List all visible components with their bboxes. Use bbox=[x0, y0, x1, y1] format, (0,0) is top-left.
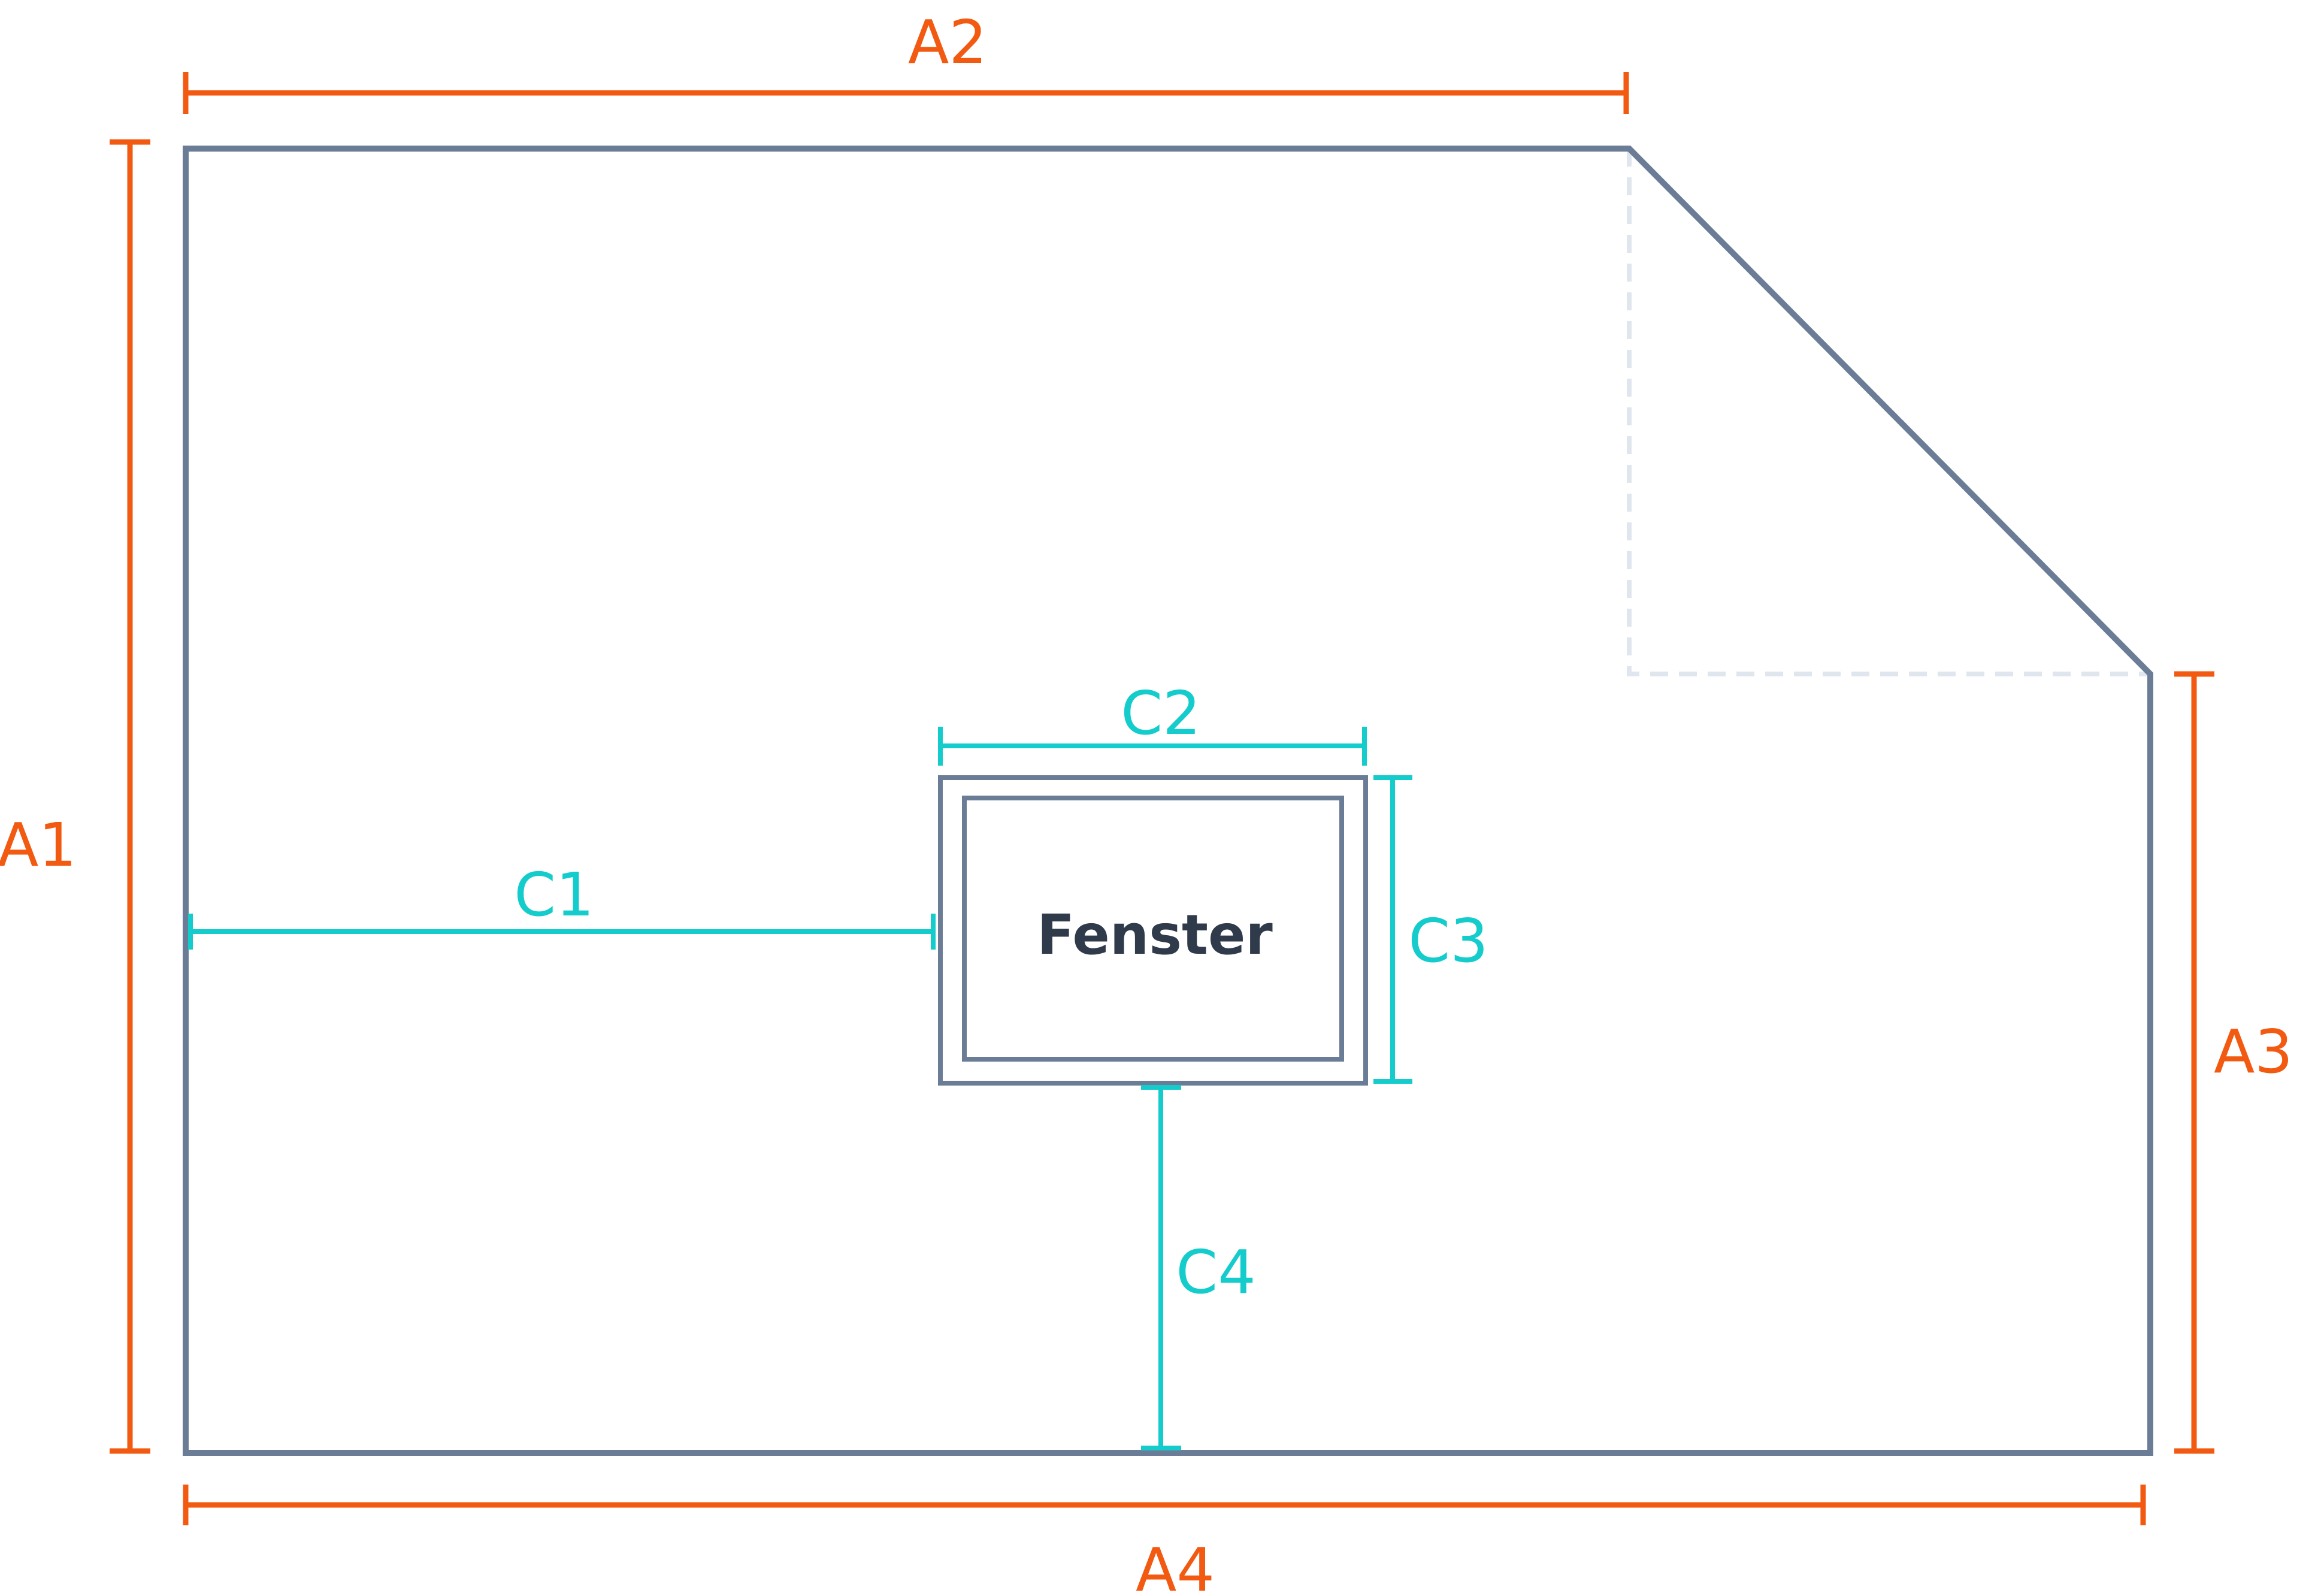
window-frame-inner bbox=[962, 796, 1344, 1062]
dimension-label-a2: A2 bbox=[908, 7, 987, 77]
dimension-a4 bbox=[183, 1485, 2146, 1525]
dimension-label-a1: A1 bbox=[0, 810, 77, 880]
cut-corner-dashed-outline bbox=[1627, 149, 2150, 676]
dimension-a3 bbox=[2174, 671, 2214, 1454]
dimension-label-c3: C3 bbox=[1408, 906, 1488, 976]
dimension-c2 bbox=[938, 727, 1367, 766]
dimension-a1 bbox=[110, 139, 150, 1454]
dimension-label-a4: A4 bbox=[1136, 1535, 1215, 1596]
dimension-c1 bbox=[188, 914, 936, 950]
window-label: Fenster bbox=[1037, 903, 1273, 967]
dimension-label-c2: C2 bbox=[1121, 678, 1200, 748]
window-frame-outer bbox=[938, 775, 1368, 1086]
dimension-c3 bbox=[1373, 775, 1412, 1084]
dimension-label-a3: A3 bbox=[2214, 1017, 2293, 1087]
dimension-c4 bbox=[1141, 1085, 1181, 1450]
wall-outline bbox=[183, 146, 2153, 1456]
dimension-label-c1: C1 bbox=[514, 860, 594, 930]
dimension-a2 bbox=[183, 72, 1629, 114]
dimension-label-c4: C4 bbox=[1176, 1237, 1255, 1307]
